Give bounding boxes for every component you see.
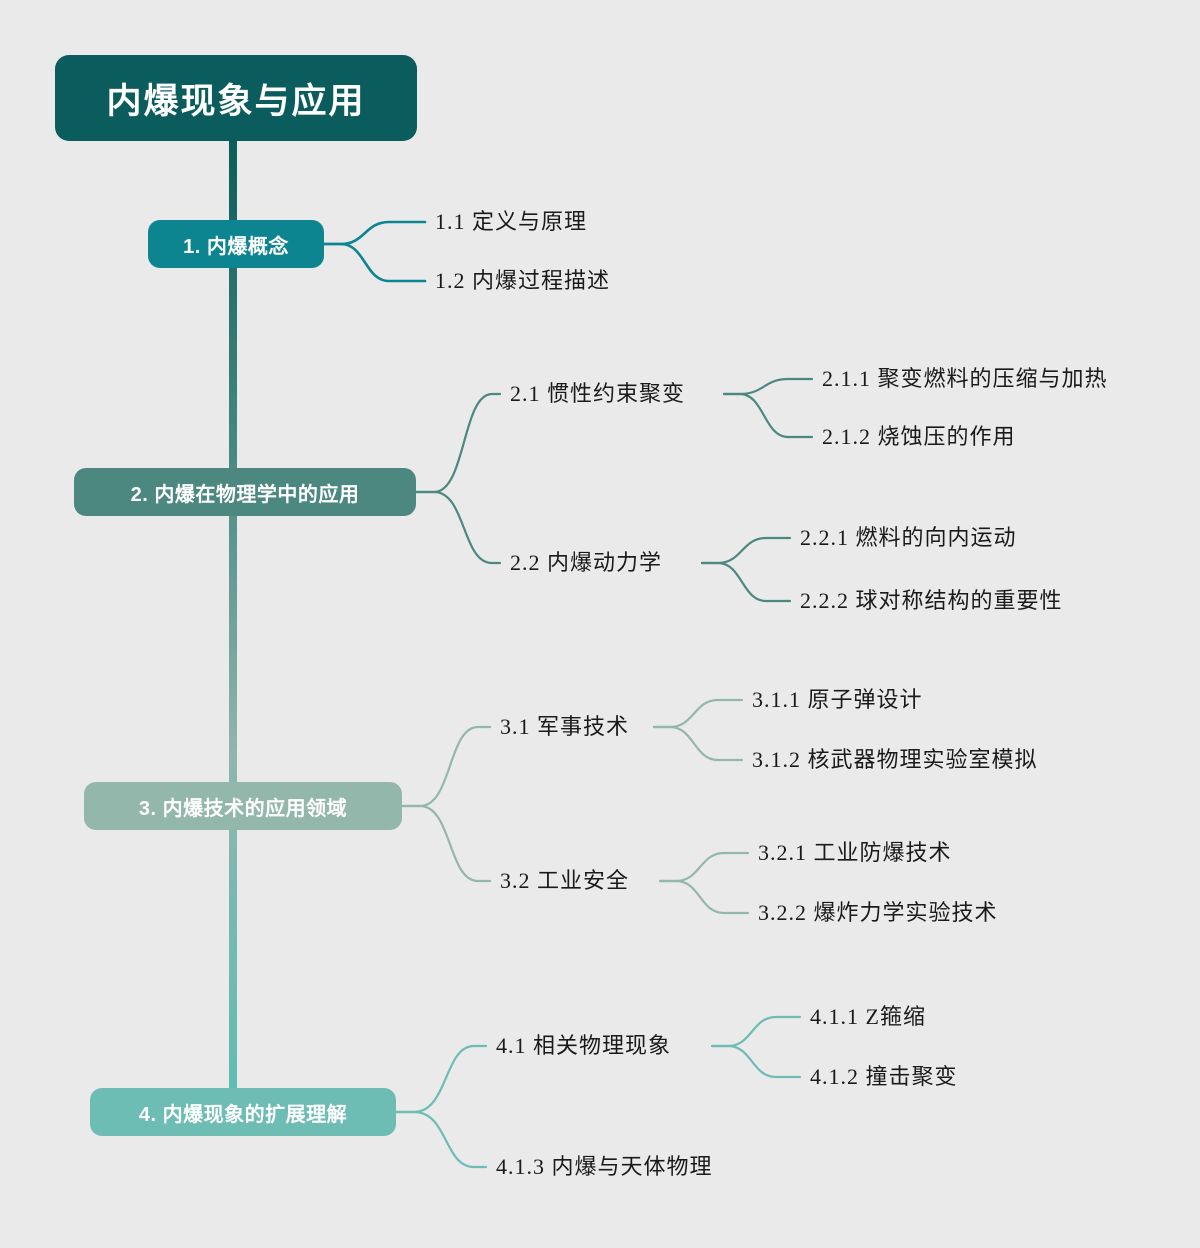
- leaf-2-1[interactable]: 2.1 惯性约束聚变: [510, 381, 686, 406]
- connectors-branch-1: [322, 220, 427, 283]
- connectors-branch-2: [414, 392, 502, 565]
- branch-node-3-label: 3. 内爆技术的应用领域: [138, 797, 348, 820]
- connectors-branch-3-1: [652, 698, 744, 762]
- leaf-3-1-1[interactable]: 3.1.1 原子弹设计: [752, 687, 923, 712]
- leaf-2-2[interactable]: 2.2 内爆动力学: [510, 550, 663, 575]
- leaf-3-2[interactable]: 3.2 工业安全: [500, 868, 630, 893]
- connectors-branch-4-1: [710, 1015, 802, 1079]
- leaf-4-1-1[interactable]: 4.1.1 Z箍缩: [810, 1004, 926, 1029]
- connectors-branch-4: [394, 1044, 488, 1169]
- leaf-4-1[interactable]: 4.1 相关物理现象: [496, 1033, 672, 1058]
- leaf-3-1[interactable]: 3.1 军事技术: [500, 714, 630, 739]
- branch-node-1-label: 1. 内爆概念: [183, 235, 289, 258]
- leaf-3-2-2[interactable]: 3.2.2 爆炸力学实验技术: [758, 900, 998, 925]
- leaf-2-1-2[interactable]: 2.1.2 烧蚀压的作用: [822, 424, 1016, 449]
- connectors-branch-3-2: [658, 851, 750, 915]
- connectors-branch-2-1: [722, 377, 814, 439]
- leaf-1-1[interactable]: 1.1 定义与原理: [435, 209, 588, 234]
- branch-node-2-label: 2. 内爆在物理学中的应用: [130, 483, 360, 506]
- branch-node-4-label: 4. 内爆现象的扩展理解: [138, 1103, 348, 1126]
- trunk-spine: [229, 140, 237, 1115]
- connectors-branch-3: [400, 725, 492, 883]
- branch-node-4[interactable]: 4. 内爆现象的扩展理解: [90, 1088, 396, 1136]
- leaf-3-2-1[interactable]: 3.2.1 工业防爆技术: [758, 840, 952, 865]
- root-node[interactable]: 内爆现象与应用: [55, 55, 417, 141]
- root-node-label: 内爆现象与应用: [106, 81, 366, 121]
- leaf-4-1-3[interactable]: 4.1.3 内爆与天体物理: [496, 1154, 713, 1179]
- leaf-2-2-2[interactable]: 2.2.2 球对称结构的重要性: [800, 588, 1063, 613]
- connectors-branch-2-2: [700, 536, 792, 603]
- branch-node-3[interactable]: 3. 内爆技术的应用领域: [84, 782, 402, 830]
- leaf-2-1-1[interactable]: 2.1.1 聚变燃料的压缩与加热: [822, 366, 1108, 391]
- leaf-3-1-2[interactable]: 3.1.2 核武器物理实验室模拟: [752, 747, 1038, 772]
- leaf-1-2[interactable]: 1.2 内爆过程描述: [435, 268, 611, 293]
- branch-node-1[interactable]: 1. 内爆概念: [148, 220, 324, 268]
- leaf-4-1-2[interactable]: 4.1.2 撞击聚变: [810, 1064, 958, 1089]
- branch-node-2[interactable]: 2. 内爆在物理学中的应用: [74, 468, 416, 516]
- leaf-2-2-1[interactable]: 2.2.1 燃料的向内运动: [800, 525, 1017, 550]
